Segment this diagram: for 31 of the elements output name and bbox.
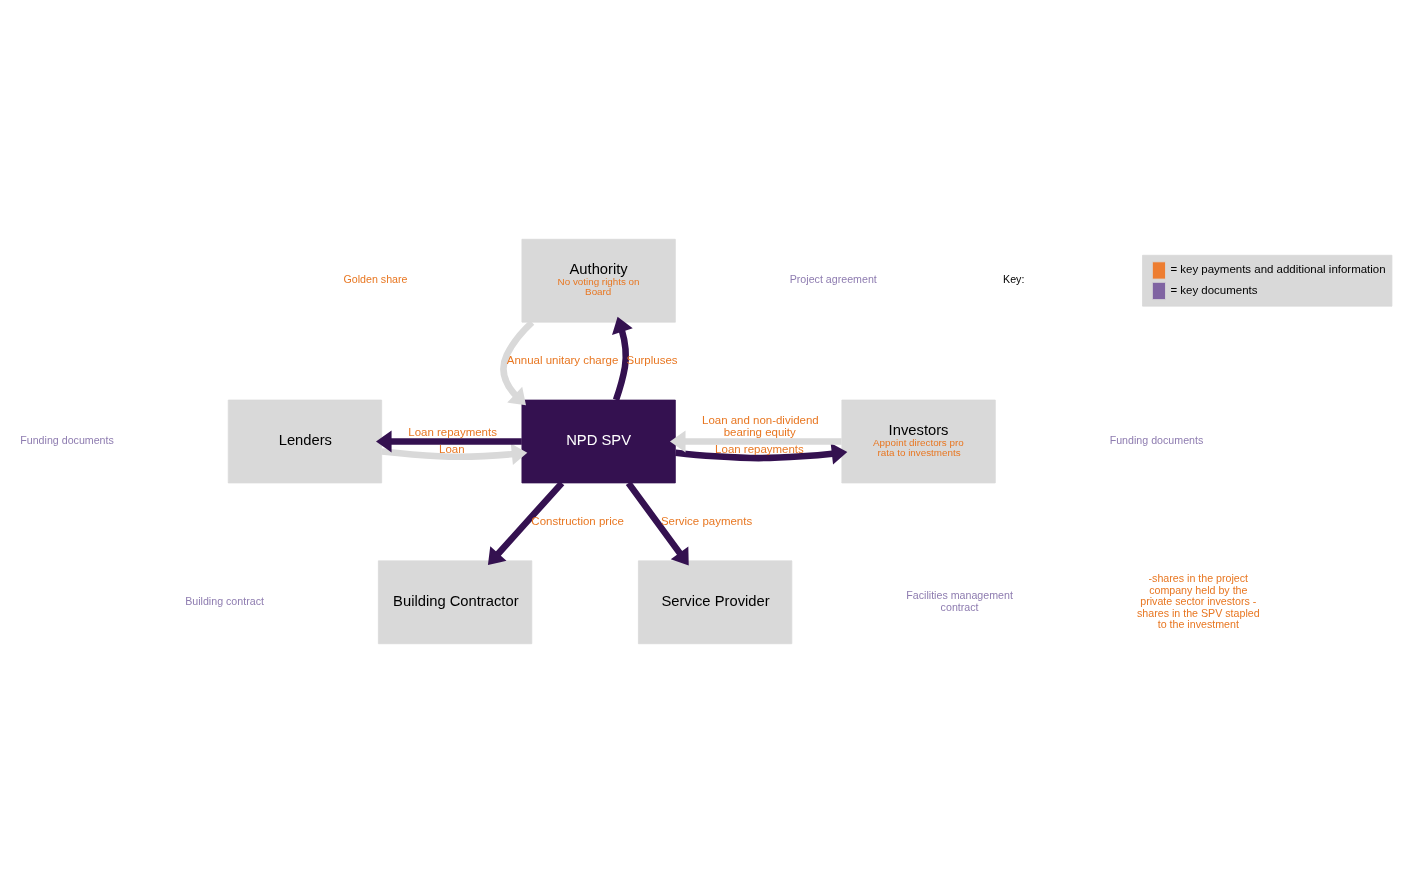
label: -shares in the project company held by the private sector investors - shares in the SPV stapled to the investment: [1137, 571, 1260, 630]
arrow: [675, 442, 848, 465]
node-box: NPD SPV: [521, 399, 676, 483]
arrow: [487, 480, 565, 565]
edge-label: Loan and non-dividend bearing equity: [702, 413, 819, 438]
arrow: [669, 430, 842, 452]
edge-label: Loan: [439, 442, 465, 455]
label: Key:: [1003, 273, 1025, 285]
label: Funding documents: [20, 433, 114, 446]
node-box: Service Provider: [638, 559, 793, 644]
legend-label: = key documents: [1170, 283, 1258, 296]
edge-label: Loan repayments: [408, 425, 497, 438]
arrow: [612, 316, 633, 401]
label: Funding documents: [1109, 433, 1204, 446]
edge-label: Annual unitary charge: [506, 353, 619, 366]
label: Facilities management contract: [906, 588, 1013, 613]
label: Building contract: [185, 594, 264, 607]
arrow: [376, 430, 522, 452]
arrow: [381, 442, 528, 465]
label: Project agreement: [789, 273, 877, 285]
legend-label: = key payments and additional information: [1170, 262, 1386, 275]
node-box: Authority No voting rights on Board: [521, 238, 676, 323]
edge-label: Construction price: [531, 514, 624, 527]
edge-label: Loan repayments: [715, 442, 804, 455]
label: Golden share: [343, 273, 408, 285]
node-box: Investors Appoint directors pro rata to investments: [841, 399, 996, 483]
arrow: [500, 319, 535, 405]
node-box: Building Contractor: [377, 559, 533, 644]
arrow: [625, 480, 689, 565]
node-box: Lenders: [227, 399, 383, 483]
edge-label: Service payments: [660, 514, 753, 527]
